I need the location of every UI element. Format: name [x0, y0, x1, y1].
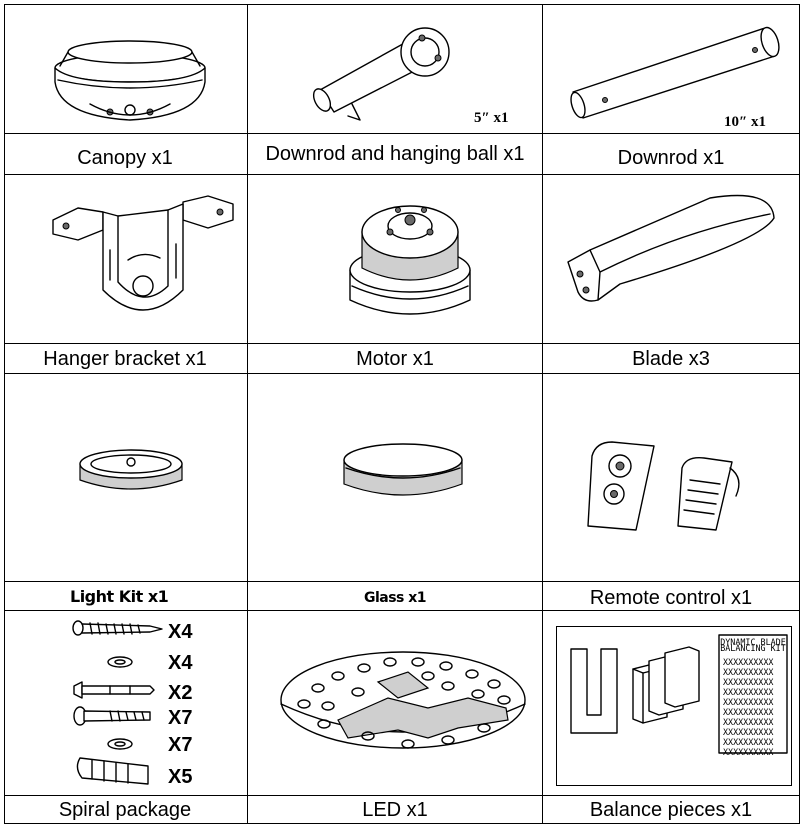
- downrod-long-length-note: 10″ x1: [724, 114, 767, 130]
- balance-sheet-row: XXXXXXXXXX: [723, 687, 773, 697]
- grid-divider-v1: [247, 5, 248, 823]
- balance-pieces-illustration: DYNAMIC BLADE BALANCING KIT XXXXXXXXXX X…: [556, 626, 792, 786]
- downrod-hanging-ball-illustration: [300, 20, 460, 121]
- part-label-downrod-hanging-ball: Downrod and hanging ball x1: [265, 142, 525, 165]
- balance-sheet-row: XXXXXXXXXX: [723, 747, 773, 757]
- downrod-illustration: [565, 20, 785, 120]
- part-label-blade: Blade x3: [632, 347, 710, 370]
- spiral-qty-screw: X4: [168, 621, 193, 643]
- grid-divider-h7: [5, 795, 799, 796]
- grid-divider-h2: [5, 174, 799, 175]
- balance-sheet-row: XXXXXXXXXX: [723, 667, 773, 677]
- part-label-downrod: Downrod x1: [617, 146, 725, 169]
- grid-divider-h1: [5, 133, 799, 134]
- grid-divider-h5: [5, 581, 799, 582]
- part-label-motor: Motor x1: [356, 347, 434, 370]
- downrod-short-length-note: 5″ x1: [474, 110, 509, 126]
- spiral-qty-wire-nut: X5: [168, 766, 193, 788]
- part-label-remote-control: Remote control x1: [589, 586, 753, 609]
- spiral-qty-washer-2: X7: [168, 734, 193, 756]
- part-label-glass: Glass x1: [363, 590, 427, 606]
- part-label-canopy: Canopy x1: [77, 146, 173, 169]
- glass-illustration: [338, 438, 468, 504]
- parts-grid: [4, 4, 800, 824]
- part-label-led: LED x1: [362, 798, 428, 821]
- spiral-package-illustration: [70, 616, 170, 796]
- led-illustration: [278, 648, 528, 768]
- hanger-bracket-illustration: [48, 190, 238, 320]
- grid-divider-h3: [5, 343, 799, 344]
- balance-sheet-row: XXXXXXXXXX: [723, 677, 773, 687]
- balance-sheet-heading-2: BALANCING KIT: [720, 643, 786, 653]
- grid-divider-v2: [542, 5, 543, 823]
- remote-control-illustration: [582, 438, 752, 538]
- part-label-balance-pieces: Balance pieces x1: [589, 798, 753, 821]
- spiral-qty-bolt: X7: [168, 707, 193, 729]
- part-label-spiral-package: Spiral package: [58, 798, 192, 821]
- motor-illustration: [340, 188, 480, 328]
- balance-sheet-heading-1: DYNAMIC BLADE: [720, 637, 786, 647]
- balance-sheet-row: XXXXXXXXXX: [723, 707, 773, 717]
- blade-illustration: [560, 192, 780, 312]
- balance-sheet-row: XXXXXXXXXX: [723, 717, 773, 727]
- light-kit-illustration: [76, 440, 186, 500]
- balance-sheet-row: XXXXXXXXXX: [723, 737, 773, 747]
- balance-sheet-row: XXXXXXXXXX: [723, 697, 773, 707]
- part-label-hanger-bracket: Hanger bracket x1: [43, 347, 207, 370]
- spiral-qty-washer: X4: [168, 652, 193, 674]
- spiral-qty-anchor: X2: [168, 682, 193, 704]
- balance-sheet-row: XXXXXXXXXX: [723, 657, 773, 667]
- canopy-illustration: [40, 30, 220, 130]
- balance-sheet-row: XXXXXXXXXX: [723, 727, 773, 737]
- grid-divider-h4: [5, 373, 799, 374]
- grid-divider-h6: [5, 610, 799, 611]
- part-label-light-kit: Light Kit x1: [70, 586, 169, 606]
